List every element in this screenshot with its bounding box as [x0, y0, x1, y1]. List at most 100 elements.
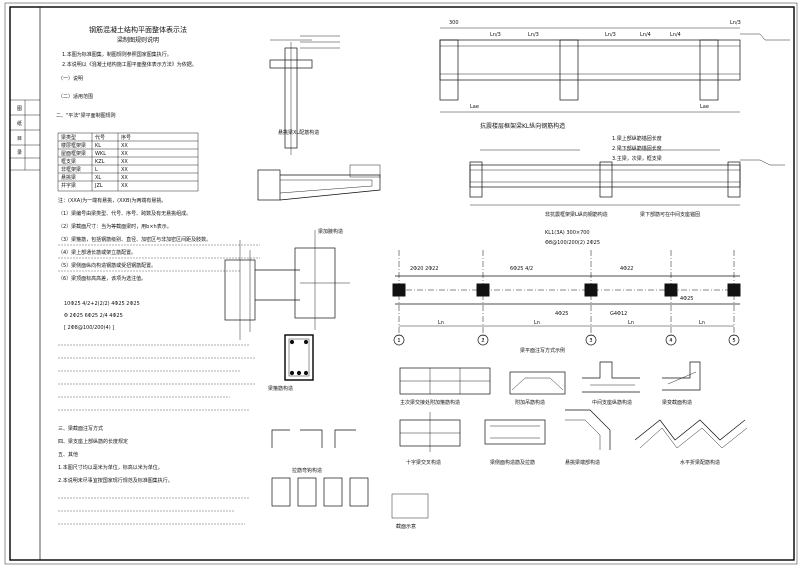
beam-top-dim: Ln/3	[730, 20, 741, 26]
plan-title: 梁平面注写方式示例	[520, 347, 565, 354]
detail-2-title: 附加吊筋构造	[515, 399, 545, 406]
small-beam-title: 悬挑梁XL配筋构造	[278, 129, 319, 136]
detail-8-title: 水平折梁配筋构造	[680, 459, 720, 466]
beam-top-dim: 300	[449, 20, 459, 26]
rule-paragraph-line: （4）梁上部通长筋或架立筋配置。	[58, 249, 136, 256]
axis-label: 4	[669, 338, 672, 344]
beam-top-title: 抗震楼层框架梁KL纵向钢筋构造	[480, 122, 565, 130]
rule-paragraph-line: （2）梁截面尺寸：当为等截面梁时，用b×h表示。	[58, 223, 172, 230]
notes-body-text	[58, 244, 260, 525]
table-cell: KZL	[95, 159, 105, 165]
plan-dim: Ln	[628, 320, 634, 326]
table-cell: JZL	[94, 183, 103, 189]
section-sketch-title: 截面示意	[396, 523, 416, 530]
bottom-notes: 三、梁截面注写方式四、梁支座上部纵筋的长度规定五、其他1.本图尺寸均以毫米为单位…	[58, 425, 173, 484]
detail-side-bars: 梁侧面构造筋及拉筋	[484, 419, 546, 466]
table-cell: WKL	[95, 151, 106, 157]
table-cell: XX	[121, 167, 128, 173]
axis-label: 5	[732, 338, 735, 344]
formula-line: 10Φ25 4/2+2(2/2) 4Φ25 2Φ25	[64, 301, 140, 307]
notes-subtitle: 梁制图规则说明	[117, 36, 159, 44]
table-cell: XX	[121, 183, 128, 189]
axis-bubble	[585, 334, 597, 346]
formula-line: Φ 2Φ25 6Φ25 2/4 4Φ25	[64, 313, 123, 319]
title-cell-4: 录	[17, 149, 22, 156]
right-note-1: 1.梁上部纵筋锚固长度	[612, 135, 662, 142]
formula-lines: 10Φ25 4/2+2(2/2) 4Φ25 2Φ25 Φ 2Φ25 6Φ25 2/…	[64, 301, 140, 331]
axis-bubble	[728, 334, 740, 346]
detail-folded-beam: 水平折梁配筋构造	[634, 419, 748, 466]
detail-hanger-bar: 附加吊筋构造	[509, 371, 566, 406]
title-cell-2: 纸	[17, 120, 22, 127]
plan-annotation: Φ8@100/200(2) 2Φ25	[545, 240, 600, 246]
bottom-note-line: 四、梁支座上部纵筋的长度规定	[58, 438, 128, 445]
rule-paragraph-line: （3）梁箍筋，包括钢筋级别、直径、加密区与非加密区间距及肢数。	[58, 236, 211, 243]
right-note-2: 2.梁下部纵筋锚固长度	[612, 145, 662, 152]
table-cell: L	[95, 167, 98, 173]
column-beam-section: 悬挑梁XL配筋构造	[269, 35, 340, 155]
table-cell: XX	[121, 151, 128, 157]
plan-annotation: 6Φ25 4/2	[510, 266, 533, 272]
bottom-note-line: 2.本说明未尽事宜按国家现行规范及标准图集执行。	[58, 477, 173, 484]
plan-dim: Ln	[699, 320, 705, 326]
table-header-cell: 代号	[95, 134, 105, 141]
plan-dim: Ln	[438, 320, 444, 326]
cantilever-detail	[257, 164, 381, 201]
hook-details: 拉筋弯钩构造 截面示意	[271, 429, 429, 530]
haunch-detail: 梁加腋构造	[224, 228, 350, 340]
outer-frame	[4, 2, 798, 565]
table-cell: XX	[121, 159, 128, 165]
axis-bubble	[393, 334, 405, 346]
table-cell: KL	[95, 143, 101, 149]
rule-paragraph-line: （1）梁编号由梁类型、代号、序号、跨数及有无悬挑组成。	[58, 210, 191, 217]
stirrup-section: 梁箍筋构造	[268, 334, 314, 392]
inner-frame	[9, 6, 795, 561]
table-cell: 非框架梁	[61, 166, 81, 173]
title-block: 图 纸 目 录	[10, 7, 41, 560]
formula-line: [ 2Φ8@100/200(4) ]	[64, 325, 114, 331]
beam-plan-notation: 1 2 3 4 5 Ln Ln Ln Ln KL1(3A) 300×700Φ8@100/200…	[392, 230, 741, 354]
title-cell-1: 图	[17, 106, 22, 112]
plan-annotation: 2Φ20 2Φ22	[410, 266, 439, 272]
beam-top-dim: Ln/3	[490, 32, 501, 38]
plan-annotation: KL1(3A) 300×700	[545, 230, 590, 236]
table-cell: 楼层框架梁	[61, 142, 86, 149]
beam-top-dim: Lae	[700, 104, 709, 110]
notes-column: 钢筋混凝土结构平面整体表示法 梁制图规则说明 1.本图为标准图集，制图规则参照国…	[56, 25, 260, 525]
haunch-title: 梁加腋构造	[318, 228, 343, 235]
notes-title: 钢筋混凝土结构平面整体表示法	[89, 25, 187, 34]
plan-dim: Ln	[534, 320, 540, 326]
hook-title: 拉筋弯钩构造	[292, 467, 322, 474]
detail-sketches: 主次梁交接处附加箍筋构造 附加吊筋构造 中间支座纵筋构造 梁变截面构造 十字梁交…	[399, 361, 748, 466]
table-cell: 井字梁	[61, 182, 76, 189]
table-header-cell: 梁类型	[61, 134, 76, 141]
stirrup-title: 梁箍筋构造	[268, 385, 293, 392]
detail-6-title: 梁侧面构造筋及拉筋	[490, 459, 535, 466]
beam-top-dim: Ln/3	[528, 32, 539, 38]
plan-annotation: 4Φ22	[620, 266, 633, 272]
plan-annotation: G4Φ12	[610, 311, 627, 317]
intro-line-1: 1.本图为标准图集，制图规则参照国家图集执行。	[62, 51, 172, 58]
table-cell: XX	[121, 143, 128, 149]
elevation-notes: 1.梁上部纵筋锚固长度 2.梁下部纵筋锚固长度 3.主梁，次梁，框支梁	[612, 135, 662, 162]
beam-top-dim: Lae	[470, 104, 479, 110]
section-header: 二、"平法"梁平面制图规则	[56, 112, 116, 119]
beam-mid-title: 非抗震框架梁L纵向钢筋构造	[545, 211, 608, 218]
table-cell: 屋面框架梁	[61, 150, 86, 157]
rule-paragraph-line: 注：(XXA)为一端有悬挑，(XXB)为两端有悬挑。	[58, 197, 166, 204]
axis-label: 2	[481, 338, 484, 344]
plan-annotation: 4Φ25	[555, 311, 568, 317]
detail-5-title: 十字梁交叉构造	[406, 459, 441, 466]
beam-mid-note: 梁下部筋可在中间支座锚固	[640, 211, 700, 218]
axis-label: 1	[397, 338, 400, 344]
detail-3-title: 中间支座纵筋构造	[592, 399, 632, 406]
axis-bubble	[477, 334, 489, 346]
intro-line-3: （一）说明	[58, 75, 83, 82]
intro-line-2: 2.本说明以《混凝土结构施工图平面整体表示方法》为依据。	[62, 61, 197, 68]
detail-support: 中间支座纵筋构造	[582, 361, 640, 406]
axis-label: 3	[589, 338, 592, 344]
